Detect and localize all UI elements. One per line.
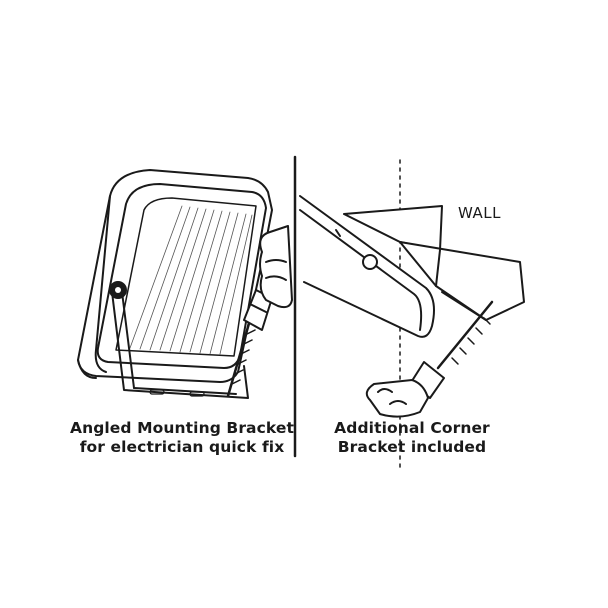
right-caption-line1: Additional Corner [334,419,490,437]
left-caption-line2: for electrician quick fix [79,438,285,456]
wall-label: WALL [458,204,501,222]
left-caption-line1: Angled Mounting Bracket [69,419,295,437]
angled-bracket [109,281,249,399]
drill-right [365,300,494,418]
floodlight-illustration [77,169,273,383]
corner-bracket [343,205,525,321]
right-caption-line2: Bracket included [337,438,487,456]
right-caption: Additional Corner Bracket included [262,419,562,457]
drill-left [226,225,293,398]
left-caption: Angled Mounting Bracket for electrician … [32,419,332,457]
light-arm [299,195,435,338]
